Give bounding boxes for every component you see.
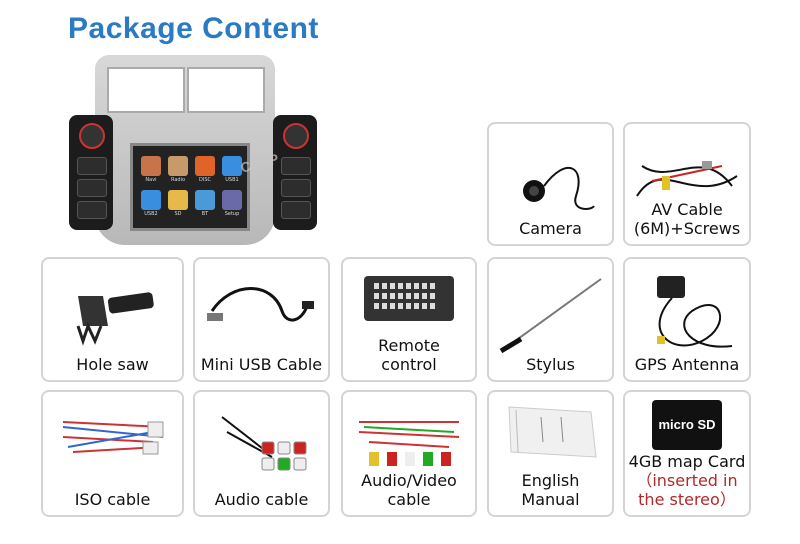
item-av-cable: AV Cable(6M)+Screws xyxy=(623,122,751,246)
right-control-panel xyxy=(273,115,317,230)
item-label: GPS Antenna xyxy=(634,355,740,374)
item-label: Camera xyxy=(519,219,582,238)
item-iso-cable: ISO cable xyxy=(41,390,184,517)
page-title: Package Content xyxy=(68,12,319,45)
item-label: Mini USB Cable xyxy=(200,355,323,374)
app-icon-bt xyxy=(195,190,215,210)
item-label: AV Cable xyxy=(651,200,723,219)
gps-antenna-image xyxy=(632,271,742,365)
item-label: Hole saw xyxy=(76,355,149,374)
item-label: Manual xyxy=(521,490,580,509)
app-label: DISC xyxy=(199,177,211,183)
app-icon-navi xyxy=(141,156,161,176)
app-icon-setup xyxy=(222,190,242,210)
item-label: control xyxy=(381,355,437,374)
audio-video-image xyxy=(349,402,469,476)
remote-image xyxy=(359,271,459,335)
volume-knob xyxy=(79,123,105,149)
tune-knob xyxy=(283,123,309,149)
app-icon-sd xyxy=(168,190,188,210)
app-label: Navi xyxy=(145,177,157,183)
item-gps-antenna: GPS Antenna xyxy=(623,257,751,382)
app-label: Setup xyxy=(224,211,240,217)
sd-brand: micro SD xyxy=(658,417,716,432)
mini-usb-cable-image xyxy=(202,271,322,345)
left-control-panel xyxy=(69,115,113,230)
hole-saw-image xyxy=(63,271,163,355)
item-audio-cable: Audio cable xyxy=(193,390,330,517)
iso-cable-image xyxy=(53,402,173,486)
app-label: BT xyxy=(201,211,209,217)
microsd-card-image: micro SD xyxy=(652,400,722,450)
english-image xyxy=(501,402,601,466)
audio-cable-image xyxy=(207,402,317,486)
item-label: 4GB map Card xyxy=(628,452,746,471)
stylus-image xyxy=(496,271,606,365)
vent xyxy=(107,67,185,113)
app-label: Radio xyxy=(170,177,186,183)
item-label: cable xyxy=(387,490,431,509)
item-label: Remote xyxy=(378,336,440,355)
app-icon-disc xyxy=(195,156,215,176)
item-label: the stereo） xyxy=(638,490,736,509)
item-label: (6M)+Screws xyxy=(633,219,741,238)
app-icon-usb2 xyxy=(141,190,161,210)
item-stylus: Stylus xyxy=(487,257,614,382)
camera-image xyxy=(506,136,596,220)
item-label: （inserted in xyxy=(636,471,738,490)
app-label: USB2 xyxy=(144,211,158,217)
item-camera: Camera xyxy=(487,122,614,246)
item-label: ISO cable xyxy=(74,490,151,509)
av-cable-image xyxy=(632,136,742,220)
app-label: USB1 xyxy=(225,177,239,183)
app-icon-usb1 xyxy=(222,156,242,176)
item-hole-saw: Hole saw xyxy=(41,257,184,382)
item-mini-usb-cable: Mini USB Cable xyxy=(193,257,330,382)
item-label: English xyxy=(521,471,580,490)
app-label: SD xyxy=(174,211,182,217)
app-icon-radio xyxy=(168,156,188,176)
vent xyxy=(187,67,265,113)
item-label: Stylus xyxy=(526,355,575,374)
item-label: Audio cable xyxy=(214,490,309,509)
item-label: Audio/Video xyxy=(361,471,457,490)
